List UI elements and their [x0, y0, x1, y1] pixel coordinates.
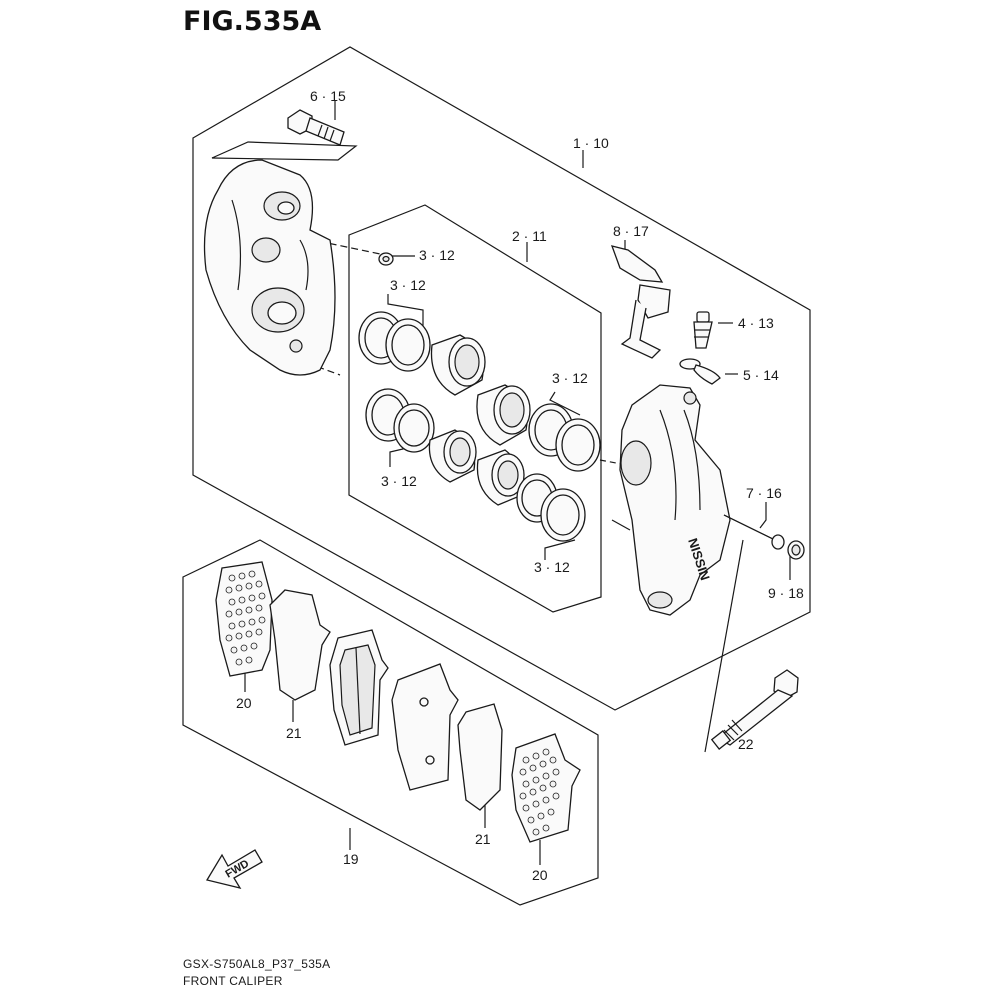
callout-3-12-upper-left: 3 · 12 — [390, 277, 426, 293]
pin-plug-part — [787, 540, 805, 560]
callout-3-12-lower-left: 3 · 12 — [381, 473, 417, 489]
callout-22: 22 — [738, 736, 754, 752]
bolt-seat-outline — [211, 141, 358, 161]
callout-6-15: 6 · 15 — [310, 88, 346, 104]
caliper-half-right: NISSIN — [619, 384, 731, 616]
callout-19: 19 — [343, 851, 359, 867]
caliper-assembly-boundary — [192, 46, 811, 711]
pad-pin-part — [723, 514, 785, 550]
bleeder-valve-part — [693, 311, 713, 349]
piston-seals-and-pistons — [358, 252, 601, 542]
callout-7-16: 7 · 16 — [746, 485, 782, 501]
callout-3-12-washer: 3 · 12 — [419, 247, 455, 263]
figure-title: FIG.535A — [183, 6, 321, 37]
callout-20-right: 20 — [532, 867, 548, 883]
fwd-label: FWD — [224, 858, 252, 881]
figure-caption: FRONT CALIPER — [183, 974, 283, 988]
bleeder-cap-part — [679, 358, 721, 385]
callout-9-18: 9 · 18 — [768, 585, 804, 601]
callout-21-right: 21 — [475, 831, 491, 847]
pad-set-boundary — [182, 539, 599, 906]
callout-3-12-lower-right: 3 · 12 — [534, 559, 570, 575]
callout-21-left: 21 — [286, 725, 302, 741]
callout-4-13: 4 · 13 — [738, 315, 774, 331]
callout-labels: 6 · 15 1 · 10 2 · 11 3 · 12 3 · 12 3 · 1… — [236, 88, 804, 883]
callout-3-12-upper-right: 3 · 12 — [552, 370, 588, 386]
pad-spring-part — [610, 245, 671, 359]
caliper-half-left — [203, 159, 336, 376]
callout-8-17: 8 · 17 — [613, 223, 649, 239]
piston-kit-boundary — [348, 204, 602, 613]
callout-2-11: 2 · 11 — [512, 228, 547, 244]
callout-1-10: 1 · 10 — [573, 135, 609, 151]
forward-direction-arrow: FWD — [205, 849, 263, 889]
model-code: GSX-S750AL8_P37_535A — [183, 957, 330, 971]
brake-pads — [215, 561, 581, 843]
callout-5-14: 5 · 14 — [743, 367, 779, 383]
mounting-bolt-part — [710, 669, 799, 750]
callout-20-left: 20 — [236, 695, 252, 711]
